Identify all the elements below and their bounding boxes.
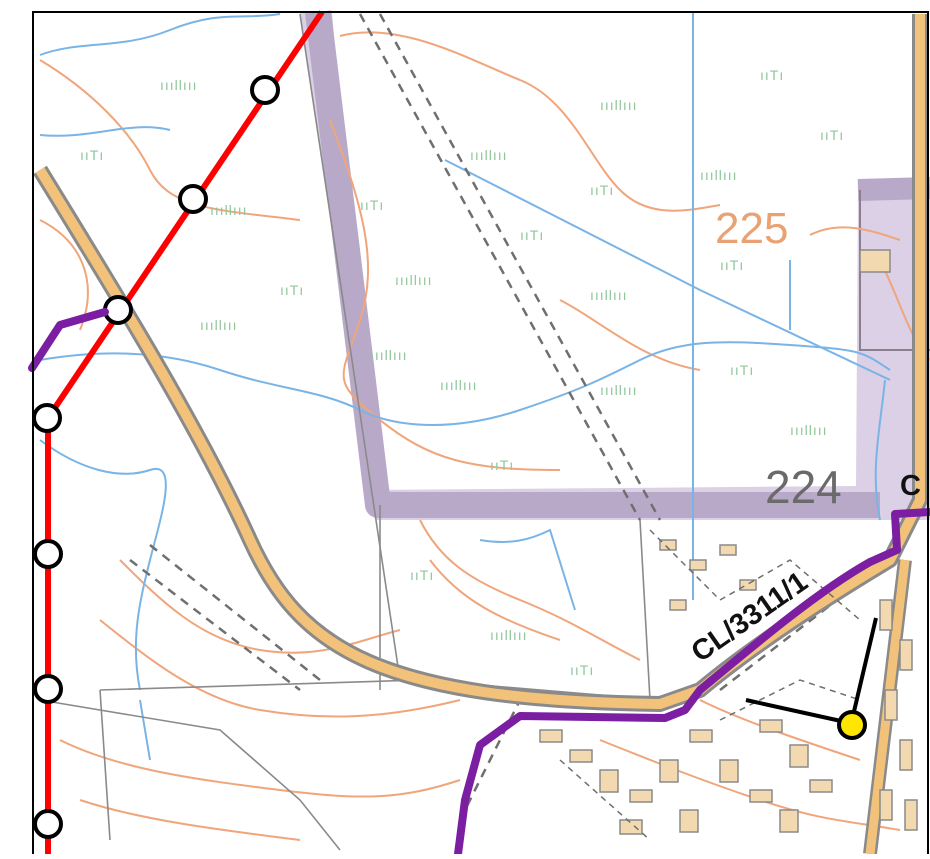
svg-text:ııTı: ııTı [590, 182, 614, 198]
highlight-point-group [745, 617, 878, 740]
svg-text:ıııllııı: ıııllııı [600, 97, 638, 113]
svg-text:ııTı: ııTı [720, 257, 744, 273]
svg-text:ııTı: ııTı [730, 362, 754, 378]
route-waypoint[interactable] [32, 403, 62, 433]
svg-text:ııTı: ııTı [360, 197, 384, 213]
village-buildings [539, 249, 918, 835]
svg-text:ıııllııı: ıııllııı [200, 317, 238, 333]
svg-text:ııTı: ııTı [570, 662, 594, 678]
svg-text:ıııllııı: ıııllııı [160, 77, 198, 93]
grid-label-224: 224 [765, 461, 842, 513]
path-code-label-cut: C [900, 470, 921, 502]
svg-text:ııTı: ııTı [410, 567, 434, 583]
svg-text:ıııllııı: ıııllııı [700, 167, 738, 183]
svg-text:ııTı: ııTı [760, 67, 784, 83]
svg-text:ıııllııı: ıııllııı [590, 287, 628, 303]
svg-text:ııTı: ııTı [490, 457, 514, 473]
red-route-markers [32, 75, 280, 839]
route-waypoint[interactable] [33, 674, 63, 704]
highlight-point[interactable] [837, 710, 867, 740]
route-waypoint[interactable] [250, 75, 280, 105]
route-waypoint[interactable] [33, 539, 63, 569]
svg-text:ıııllııı: ıııllııı [490, 627, 528, 643]
svg-text:ııTı: ııTı [520, 227, 544, 243]
vegetation-symbols: ıııllııı ııTı ıııllııı ıııllııı ııTı ııı… [80, 67, 844, 678]
svg-text:ıııllııı: ıııllııı [370, 347, 408, 363]
svg-text:ıııllııı: ıııllııı [470, 147, 508, 163]
svg-text:ıııllııı: ıııllııı [395, 272, 433, 288]
purple-right-of-way [28, 308, 930, 858]
svg-text:ııTı: ııTı [820, 127, 844, 143]
route-waypoint[interactable] [103, 295, 133, 325]
contour-label-225: 225 [715, 204, 788, 253]
svg-text:ııTı: ııTı [80, 147, 104, 163]
route-waypoint[interactable] [33, 809, 63, 839]
svg-text:ıııllııı: ıııllııı [790, 422, 828, 438]
svg-text:ıııllııı: ıııllııı [210, 202, 248, 218]
svg-text:ıııllııı: ıııllııı [440, 377, 478, 393]
route-waypoint[interactable] [178, 184, 208, 214]
svg-text:ııTı: ııTı [280, 282, 304, 298]
streams [39, 12, 891, 761]
svg-text:ıııllııı: ıııllııı [600, 382, 638, 398]
